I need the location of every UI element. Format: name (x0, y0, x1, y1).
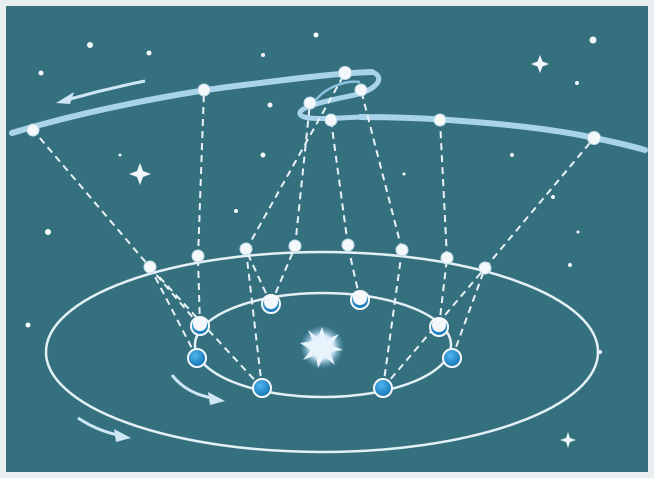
star-dot (568, 263, 572, 267)
earth-position (443, 349, 461, 367)
star-dot (261, 153, 266, 158)
sky-position-dot (355, 84, 367, 96)
star-dot (403, 173, 406, 176)
star-dot (575, 81, 579, 85)
star-dot (551, 195, 555, 199)
star-dot (314, 33, 319, 38)
planet-position (144, 261, 156, 273)
planet-position (192, 250, 204, 262)
sky-position-dot (339, 67, 352, 80)
earth-position (374, 379, 392, 397)
sun-icon (300, 325, 344, 369)
star-dot (590, 37, 597, 44)
sky-position-dot (588, 132, 601, 145)
star-dot (87, 42, 93, 48)
star-dot (119, 154, 122, 157)
planet-position (289, 240, 301, 252)
earth-position (253, 379, 271, 397)
star-dot (45, 229, 51, 235)
sky-position-dot (325, 114, 337, 126)
star-dot (234, 209, 238, 213)
sky-position-dot (304, 97, 316, 109)
planet-position (396, 244, 408, 256)
planet-position (342, 239, 354, 251)
earth-position (188, 349, 206, 367)
star-dot (39, 71, 44, 76)
planet-position (479, 262, 491, 274)
star-dot (268, 103, 273, 108)
star-dot (147, 51, 152, 56)
sky-position-dot (434, 114, 446, 126)
planet-position (240, 243, 252, 255)
star-dot (577, 231, 580, 234)
earth-position-lit (191, 317, 209, 335)
earth-position-lit (351, 291, 369, 309)
star-dot (261, 53, 265, 57)
planet-position (441, 252, 453, 264)
star-dot (510, 153, 514, 157)
sky-position-dot (27, 124, 39, 136)
earth-position-lit (262, 295, 280, 313)
earth-position-lit (430, 318, 448, 336)
sky-position-dot (198, 84, 210, 96)
star-dot (26, 323, 31, 328)
